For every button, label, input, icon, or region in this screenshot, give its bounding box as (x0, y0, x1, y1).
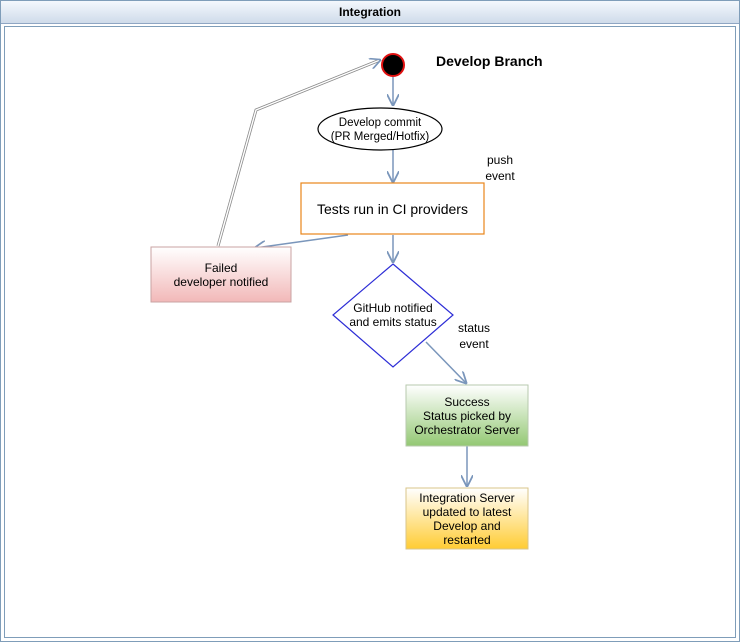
start-node-icon (381, 53, 405, 77)
start-label: Develop Branch (436, 53, 543, 69)
edge-failed-start (217, 60, 380, 247)
success-node: Success Status picked by Orchestrator Se… (414, 395, 520, 437)
github-node: GitHub notified and emits status (349, 301, 437, 329)
success-node-shape (405, 384, 529, 447)
tests-node-shape (300, 182, 485, 235)
failed-node: Failed developer notified (173, 261, 269, 289)
failed-node-shape (150, 246, 292, 303)
commit-node: Develop commit (PR Merged/Hotfix) (330, 117, 430, 143)
commit-node-shape (317, 107, 443, 151)
github-decision-shape (332, 263, 454, 368)
integration-node-shape (405, 487, 529, 550)
push-event-label: push event (485, 153, 515, 183)
edge-tests-failed (255, 234, 349, 248)
tests-node: Tests run in CI providers (317, 200, 468, 217)
edge-github-success (425, 341, 466, 383)
window-title: Integration (1, 1, 739, 24)
status-event-label: status event (457, 321, 490, 351)
integration-node: Integration Server updated to latest Dev… (419, 491, 515, 547)
